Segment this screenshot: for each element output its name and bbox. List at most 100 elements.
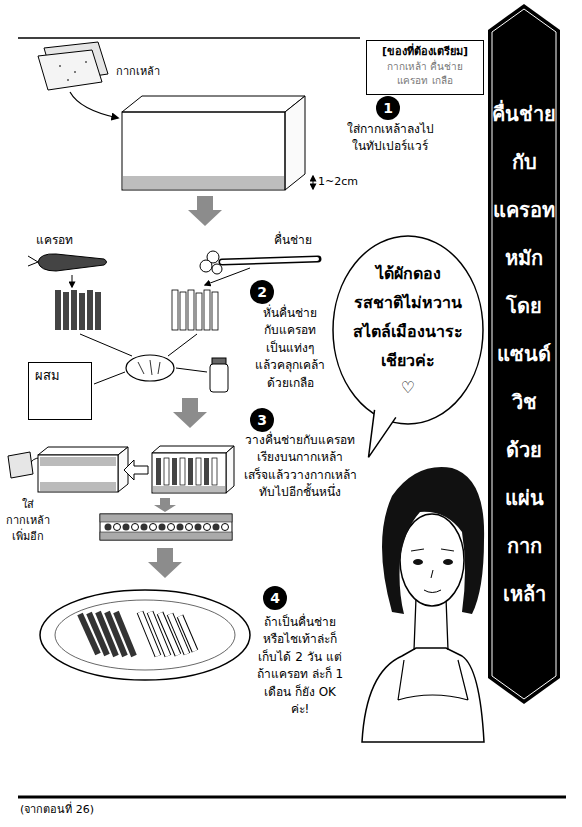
mix-label: ผสม bbox=[35, 367, 85, 385]
step-text: ถ้าเป็นคื่นช่าย หรือไชเท้าล่ะก็ เก็บได้ … bbox=[254, 614, 346, 718]
container-with-lees bbox=[38, 447, 128, 492]
container-top bbox=[38, 447, 128, 455]
container-side bbox=[226, 446, 234, 493]
flow-arrow bbox=[173, 398, 207, 428]
torso bbox=[362, 648, 484, 742]
source-note: (จากตอนที่ 26) bbox=[20, 802, 220, 818]
carrot bbox=[28, 254, 107, 271]
title-text: คื่นช่าย กับ แครอท หมัก โดย แซนด์ วิช ด้… bbox=[488, 90, 560, 618]
pointer-arrow bbox=[72, 275, 73, 287]
stick bbox=[188, 458, 193, 485]
frame-line bbox=[18, 796, 566, 799]
stick-end bbox=[105, 524, 112, 531]
leader-line bbox=[168, 334, 197, 356]
title-banner: คื่นช่าย กับ แครอท หมัก โดย แซนด์ วิช ด้… bbox=[488, 4, 560, 704]
shaker-body bbox=[210, 364, 228, 392]
stick bbox=[71, 290, 77, 330]
callout-number: 1 bbox=[376, 96, 400, 120]
eye bbox=[413, 559, 423, 565]
salt-shaker bbox=[210, 358, 228, 392]
plate-rim bbox=[40, 590, 250, 680]
nose-mouth bbox=[424, 570, 441, 593]
stick bbox=[188, 290, 194, 330]
stick bbox=[196, 293, 202, 330]
step-text: หั่นคื่นช่าย กับแครอท เป็นแท่งๆ แล้วคลุก… bbox=[240, 305, 340, 392]
lees-layer bbox=[153, 486, 225, 492]
lees-layer bbox=[40, 482, 116, 491]
hair bbox=[382, 467, 484, 614]
stick-end bbox=[195, 524, 202, 531]
face bbox=[400, 514, 464, 606]
container-front bbox=[122, 112, 285, 190]
part-label: คื่นช่าย bbox=[274, 232, 344, 249]
lees-layer bbox=[100, 532, 232, 540]
stick bbox=[156, 458, 161, 485]
container-front bbox=[152, 453, 226, 493]
celery-leaf bbox=[200, 260, 212, 272]
leader-line bbox=[94, 372, 125, 384]
eye bbox=[443, 559, 453, 565]
stick-end bbox=[222, 524, 229, 531]
pickled-carrot bbox=[116, 612, 134, 656]
stick bbox=[180, 458, 185, 485]
stick-end bbox=[204, 524, 211, 531]
carrot-body bbox=[38, 254, 107, 271]
mix-box: ผสม bbox=[28, 362, 92, 420]
stick bbox=[204, 458, 209, 485]
flow-arrow bbox=[148, 548, 182, 578]
celery bbox=[200, 251, 318, 274]
bubble-tail bbox=[368, 410, 395, 458]
pickled-celery bbox=[180, 616, 195, 651]
sake-lees-sheets bbox=[38, 42, 108, 90]
stick bbox=[212, 458, 217, 485]
step-number: 3 bbox=[257, 413, 267, 427]
dimension-arrow bbox=[313, 176, 314, 189]
bubble-outline bbox=[333, 236, 483, 424]
stick bbox=[172, 290, 178, 330]
brows bbox=[411, 549, 454, 551]
carrot-top bbox=[28, 256, 38, 266]
ingredients-list: กากเหล้า คื่นช่าย แครอท เกลือ bbox=[373, 60, 477, 88]
note-text: ใส่ กากเหล้า เพิ่มอีก bbox=[4, 497, 52, 545]
stick-end bbox=[150, 524, 157, 531]
stick bbox=[180, 292, 186, 330]
storage-container bbox=[122, 96, 305, 190]
celery-stalk bbox=[222, 259, 318, 262]
lees-layer bbox=[123, 176, 284, 189]
stick-end bbox=[186, 524, 193, 531]
lees-dot bbox=[74, 71, 76, 73]
tank-top bbox=[398, 660, 468, 700]
stick bbox=[87, 290, 93, 330]
stick bbox=[204, 290, 210, 330]
container-front bbox=[38, 455, 118, 492]
step-number: 4 bbox=[270, 591, 280, 605]
stick bbox=[164, 458, 169, 485]
woman-figure bbox=[362, 467, 484, 742]
stick bbox=[63, 292, 69, 330]
pointer-arrow bbox=[205, 268, 250, 285]
stick bbox=[172, 458, 177, 485]
stick-end bbox=[159, 524, 166, 531]
part-label: แครอท bbox=[36, 232, 96, 249]
lees-dot bbox=[59, 65, 61, 67]
stick bbox=[55, 290, 61, 330]
stick-end bbox=[123, 524, 130, 531]
stick bbox=[212, 292, 218, 330]
leader-line bbox=[80, 334, 132, 356]
stick-end bbox=[141, 524, 148, 531]
leader-line bbox=[176, 368, 207, 372]
lees-layer bbox=[100, 514, 232, 522]
hand bbox=[126, 355, 174, 381]
container-top bbox=[152, 446, 234, 453]
layered-cross-section bbox=[100, 514, 232, 540]
stick bbox=[196, 458, 201, 485]
step-number: 1 bbox=[383, 101, 393, 115]
flow-arrow bbox=[154, 498, 176, 512]
lees-dot bbox=[85, 61, 87, 63]
lees-sheet bbox=[38, 50, 102, 90]
callout-number: 2 bbox=[250, 280, 274, 304]
stick-end bbox=[114, 524, 121, 531]
flow-arrow bbox=[124, 460, 148, 480]
